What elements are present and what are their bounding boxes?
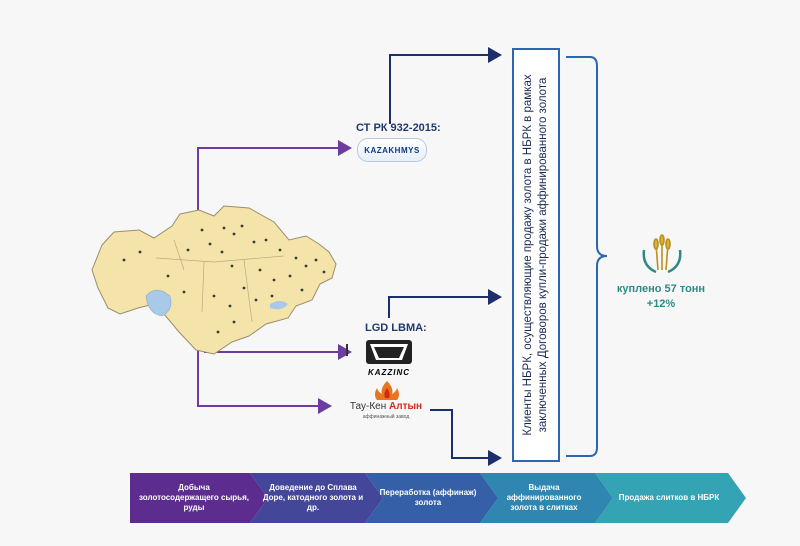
process-step-2: Доведение до Сплава Доре, катодного золо… [262, 483, 364, 512]
nbrk-clients-box [512, 48, 560, 462]
taukn-name-part1: Тау-Кен [349, 401, 390, 412]
kazzinc-logo [366, 340, 412, 364]
arrow-kazakhmys-to-box [389, 47, 502, 124]
process-step-5: Продажа слитков в НБРК [618, 493, 720, 502]
kazzinc-logo-text: KAZZINC [367, 368, 411, 377]
nbrk-clients-text: Клиенты НБРК, осуществляющие продажу зол… [522, 74, 549, 436]
result-amount: куплено 57 тонн [616, 283, 706, 295]
process-step-4: Выдача аффинированного золота в слитках [506, 483, 582, 512]
arrow-to-taukn [197, 350, 332, 414]
arrow-lbma-to-box [388, 289, 502, 318]
taukn-logo-text: Тау-Кен Алтын [341, 401, 431, 412]
kazakhmys-logo: KAZAKHMYS [357, 138, 427, 162]
kazakhstan-map [84, 200, 354, 358]
lbma-standard-label: LGD LBMA: [365, 322, 427, 334]
arrow-taukn-to-box [430, 409, 502, 466]
result-summary: куплено 57 тонн +12% [606, 282, 716, 312]
process-step-3: Переработка (аффинаж) золота [379, 488, 477, 507]
taukn-flame-icon [375, 381, 399, 400]
arrow-to-kazakhmys [197, 140, 352, 228]
taukn-subtitle: аффинажный завод [362, 414, 410, 420]
result-growth: +12% [646, 298, 676, 310]
marker-bar [346, 344, 348, 356]
process-step-1: Добыча золотосодержащего сырья, руды [139, 483, 249, 512]
taukn-name-part2: Алтын [389, 401, 423, 412]
ct-standard-label: СТ РК 932-2015: [356, 122, 441, 134]
kazakhmys-logo-text: KAZAKHMYS [364, 145, 420, 155]
brace [566, 56, 608, 457]
nbrk-emblem [642, 234, 682, 274]
